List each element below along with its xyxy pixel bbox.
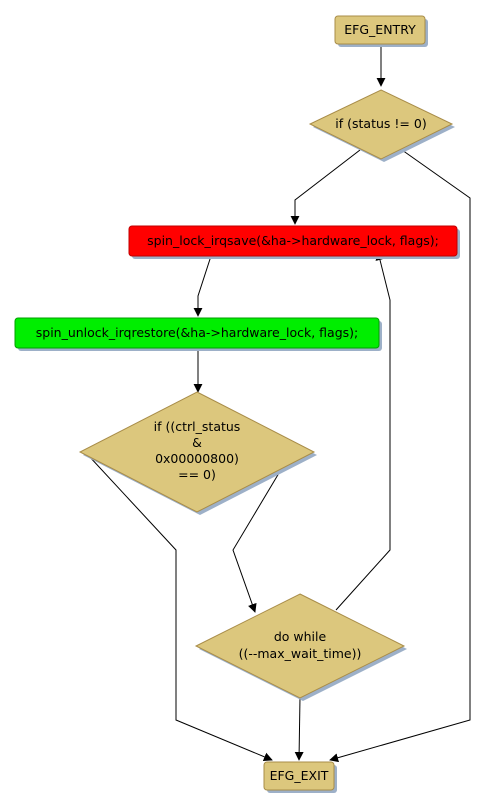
node-spin-unlock-box bbox=[14, 317, 380, 349]
node-entry-label: EFG_ENTRY bbox=[344, 22, 416, 37]
node-spin-unlock-label: spin_unlock_irqrestore(&ha->hardware_loc… bbox=[36, 325, 358, 340]
node-exit: EFG_EXIT bbox=[263, 761, 337, 793]
node-if-status-label: if (status != 0) bbox=[335, 116, 426, 131]
node-if-ctrl-line-3: 0x00000800) bbox=[155, 451, 239, 466]
node-if-ctrl: if ((ctrl_status & 0x00000800) == 0) bbox=[78, 391, 317, 515]
node-entry: EFG_ENTRY bbox=[334, 15, 428, 47]
node-do-while: do while ((--max_wait_time)) bbox=[194, 593, 407, 701]
node-if-ctrl-diamond bbox=[78, 391, 316, 513]
node-spin-unlock: spin_unlock_irqrestore(&ha->hardware_loc… bbox=[14, 317, 382, 351]
node-entry-box bbox=[334, 15, 426, 45]
edge-do-while-to-exit bbox=[294, 696, 304, 761]
node-do-while-diamond bbox=[194, 593, 406, 699]
node-do-while-line-1: do while bbox=[274, 629, 327, 644]
node-if-ctrl-line-2: & bbox=[192, 435, 202, 450]
edge-if-ctrl-to-exit bbox=[87, 454, 273, 762]
edges bbox=[87, 46, 471, 763]
node-if-ctrl-line-4: == 0) bbox=[178, 467, 216, 482]
node-spin-lock: spin_lock_irqsave(&ha->hardware_lock, fl… bbox=[128, 225, 460, 259]
edge-if-ctrl-to-do-while bbox=[232, 467, 283, 613]
edge-if-status-to-exit bbox=[329, 149, 471, 763]
node-if-status-diamond bbox=[308, 89, 454, 160]
node-if-status: if (status != 0) bbox=[308, 89, 455, 162]
node-do-while-line-2: ((--max_wait_time)) bbox=[239, 646, 362, 661]
edge-spin-lock-to-spin-unlock bbox=[193, 255, 212, 317]
edge-do-while-to-spin-lock bbox=[335, 251, 391, 611]
node-exit-box bbox=[263, 761, 335, 791]
node-if-ctrl-line-1: if ((ctrl_status bbox=[154, 419, 241, 434]
edge-if-status-to-spin-lock bbox=[290, 149, 361, 225]
node-spin-lock-box bbox=[128, 225, 458, 257]
node-exit-label: EFG_EXIT bbox=[270, 768, 329, 783]
node-spin-lock-label: spin_lock_irqsave(&ha->hardware_lock, fl… bbox=[147, 233, 439, 248]
